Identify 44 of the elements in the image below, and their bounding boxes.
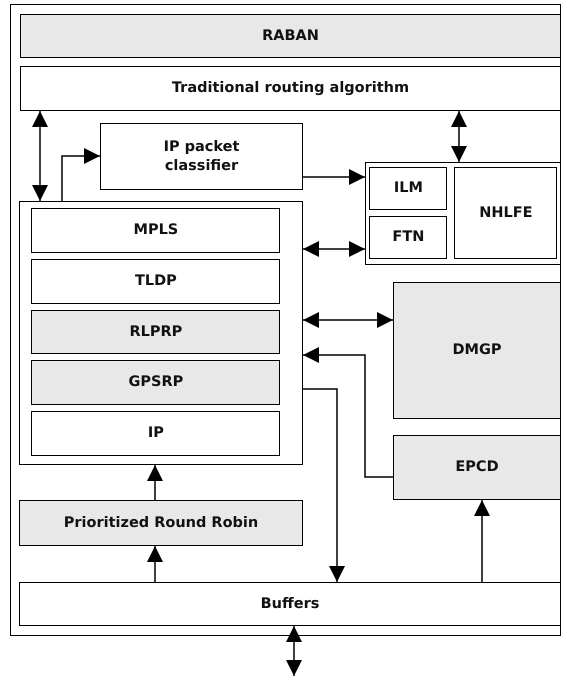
layer-box — [31, 310, 280, 354]
module-box — [393, 282, 561, 419]
node-label: ILM — [392, 179, 424, 198]
arrow — [286, 626, 302, 676]
table-box — [454, 167, 558, 260]
table-box — [369, 216, 448, 260]
table-box — [369, 167, 448, 210]
arrow — [303, 347, 393, 478]
node-label: NHLFE — [478, 204, 534, 223]
node-label: FTN — [391, 228, 426, 248]
layer-box — [31, 411, 280, 456]
module-box — [393, 435, 561, 500]
container-box — [19, 201, 303, 465]
arrow — [303, 169, 365, 185]
node-label: RABAN — [261, 26, 320, 46]
layer-box — [31, 360, 280, 406]
layer-box — [20, 14, 561, 58]
node-label: Traditional routing algorithm — [170, 79, 410, 98]
node-label: Buffers — [260, 594, 320, 614]
node-label: TLDP — [134, 272, 178, 292]
node-label: MPLS — [132, 221, 180, 240]
arrow — [303, 241, 365, 257]
node-label: IP — [146, 424, 165, 444]
arrow — [32, 111, 48, 201]
layer-box — [31, 259, 280, 304]
layer-box — [31, 208, 280, 254]
arrow — [303, 388, 345, 582]
node-label: IP packet classifier — [162, 138, 240, 176]
arrow — [61, 148, 100, 201]
container-box — [365, 162, 561, 265]
node-label: RLPRP — [128, 322, 184, 342]
arrow — [303, 312, 393, 328]
arrow — [474, 500, 490, 582]
node-label: GPSRP — [128, 373, 184, 392]
layer-box — [20, 66, 561, 111]
layer-box — [19, 582, 561, 626]
node-label: Prioritized Round Robin — [62, 514, 260, 532]
arrow — [147, 546, 163, 582]
node-label: EPCD — [454, 458, 500, 477]
module-box — [19, 500, 303, 546]
arrow — [147, 465, 163, 500]
arrow — [451, 111, 467, 162]
module-box — [100, 123, 303, 190]
node-label: DMGP — [452, 341, 502, 360]
